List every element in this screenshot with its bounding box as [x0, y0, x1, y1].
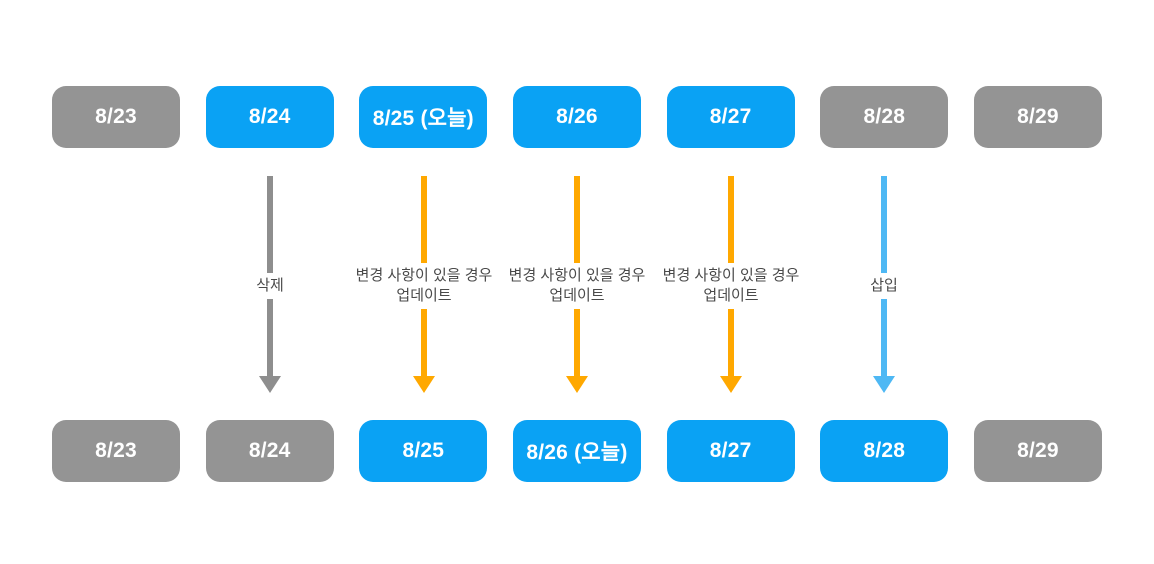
arrow-head-icon [873, 376, 895, 393]
date-box: 8/29 [973, 86, 1102, 148]
arrow-label: 삽입 [865, 273, 903, 299]
date-box: 8/23 [52, 420, 180, 482]
date-box: 8/27 [666, 420, 795, 482]
timeline-row-bottom: 8/23 8/24 8/25 8/26 (오늘) 8/27 8/28 8/29 [52, 420, 1102, 482]
date-box: 8/27 [666, 86, 795, 148]
arrow-label: 변경 사항이 있을 경우 업데이트 [503, 263, 651, 309]
arrow-head-icon [566, 376, 588, 393]
date-box: 8/28 [820, 86, 949, 148]
date-box: 8/25 [359, 420, 488, 482]
arrow-label: 변경 사항이 있을 경우 업데이트 [657, 263, 805, 309]
date-box: 8/24 [205, 86, 334, 148]
arrow-head-icon [720, 376, 742, 393]
delete-arrow: 삭제 [251, 176, 289, 398]
arrow-head-icon [259, 376, 281, 393]
date-box: 8/29 [973, 420, 1102, 482]
update-arrow-2: 변경 사항이 있을 경우 업데이트 [503, 176, 651, 398]
update-arrow-1: 변경 사항이 있을 경우 업데이트 [350, 176, 498, 398]
date-box-today-bottom: 8/26 (오늘) [512, 420, 641, 482]
update-arrow-3: 변경 사항이 있을 경우 업데이트 [657, 176, 805, 398]
date-box: 8/28 [820, 420, 949, 482]
date-box: 8/24 [205, 420, 334, 482]
date-box-today-top: 8/25 (오늘) [359, 86, 488, 148]
insert-arrow: 삽입 [865, 176, 903, 398]
date-box: 8/23 [52, 86, 180, 148]
arrow-head-icon [413, 376, 435, 393]
arrow-label: 삭제 [251, 273, 289, 299]
date-box: 8/26 [512, 86, 641, 148]
arrow-label: 변경 사항이 있을 경우 업데이트 [350, 263, 498, 309]
timeline-row-top: 8/23 8/24 8/25 (오늘) 8/26 8/27 8/28 8/29 [52, 86, 1102, 148]
